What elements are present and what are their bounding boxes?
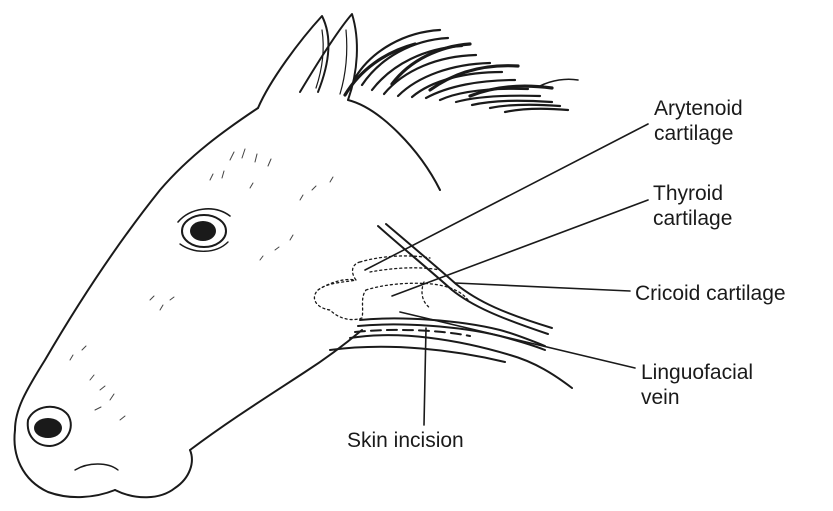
eye-drawing [178,209,230,251]
mane-drawing [345,30,578,112]
leader-line-skin-incision [424,328,426,425]
label-arytenoid-line1: Arytenoid [654,96,743,121]
nostril-drawing [28,407,118,470]
label-linguofacial-line2: vein [641,385,753,410]
linguofacial-vein-drawing [358,224,552,350]
ears-drawing [258,14,357,108]
leader-lines [365,124,648,425]
label-cricoid-cartilage: Cricoid cartilage [635,281,786,306]
leader-line-linguofacial [400,312,635,368]
label-linguofacial-line1: Linguofacial [641,360,753,385]
label-thyroid-line1: Thyroid [653,181,732,206]
label-thyroid-line2: cartilage [653,206,732,231]
leader-line-arytenoid [365,124,648,270]
label-skin-incision: Skin incision [347,428,464,453]
larynx-dotted-outline [314,256,468,320]
label-linguofacial-vein: Linguofacial vein [641,360,753,410]
leader-line-cricoid [455,283,630,291]
label-arytenoid-cartilage: Arytenoid cartilage [654,96,743,146]
label-arytenoid-line2: cartilage [654,121,743,146]
leader-line-thyroid [392,200,648,296]
label-thyroid-cartilage: Thyroid cartilage [653,181,732,231]
